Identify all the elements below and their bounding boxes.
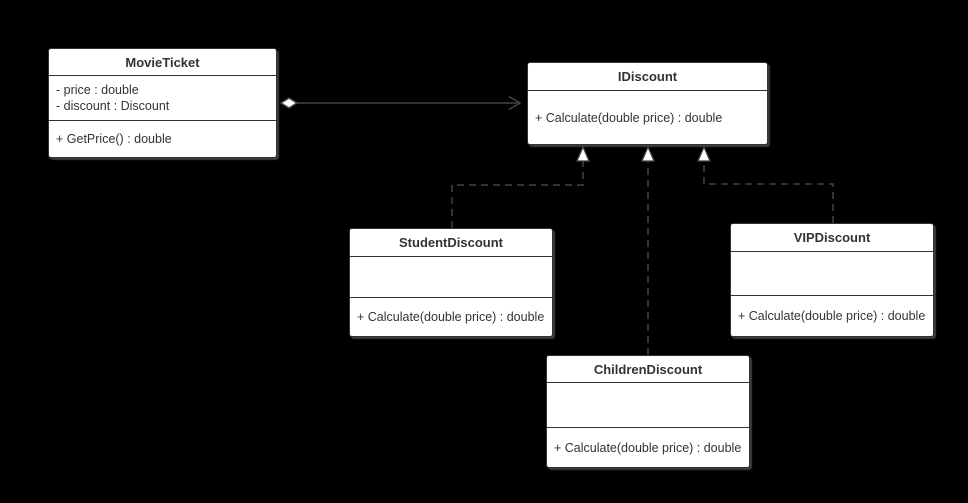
class-methods: + GetPrice() : double	[49, 121, 276, 157]
open-arrowhead-icon	[508, 95, 522, 111]
aggregation-diamond-icon	[279, 97, 299, 109]
class-childrendiscount[interactable]: ChildrenDiscount + Calculate(double pric…	[546, 355, 750, 468]
method-line: + Calculate(double price) : double	[738, 309, 926, 323]
method-line: + Calculate(double price) : double	[554, 440, 742, 455]
class-title: VIPDiscount	[731, 224, 933, 252]
realization-vipdiscount-idiscount	[697, 145, 834, 223]
method-line: + GetPrice() : double	[56, 132, 172, 146]
class-attributes	[731, 252, 933, 296]
class-vipdiscount[interactable]: VIPDiscount + Calculate(double price) : …	[730, 223, 934, 337]
method-line: + Calculate(double price) : double	[357, 310, 545, 324]
attribute-line: - price : double	[56, 83, 139, 97]
realization-childrendiscount-idiscount	[641, 145, 655, 355]
hollow-triangle-arrowhead-icon	[697, 145, 711, 162]
class-studentdiscount[interactable]: StudentDiscount + Calculate(double price…	[349, 228, 553, 337]
class-methods: + Calculate(double price) : double	[547, 428, 749, 467]
class-title: StudentDiscount	[350, 229, 552, 257]
class-methods: + Calculate(double price) : double	[731, 296, 933, 336]
class-attributes: - price : double - discount : Discount	[49, 76, 276, 121]
class-movieticket[interactable]: MovieTicket - price : double - discount …	[48, 48, 277, 158]
realization-studentdiscount-idiscount	[451, 145, 590, 228]
class-attributes	[350, 257, 552, 298]
association-movieticket-idiscount	[279, 95, 522, 111]
class-methods: + Calculate(double price) : double	[350, 298, 552, 336]
class-title: ChildrenDiscount	[547, 356, 749, 383]
method-line: + Calculate(double price) : double	[535, 110, 723, 125]
class-title: MovieTicket	[49, 49, 276, 76]
class-title: IDiscount	[528, 63, 767, 91]
class-idiscount[interactable]: IDiscount + Calculate(double price) : do…	[527, 62, 768, 145]
hollow-triangle-arrowhead-icon	[641, 145, 655, 162]
hollow-triangle-arrowhead-icon	[576, 145, 590, 162]
class-attributes	[547, 383, 749, 428]
class-methods: + Calculate(double price) : double	[528, 91, 767, 144]
attribute-line: - discount : Discount	[56, 99, 170, 113]
